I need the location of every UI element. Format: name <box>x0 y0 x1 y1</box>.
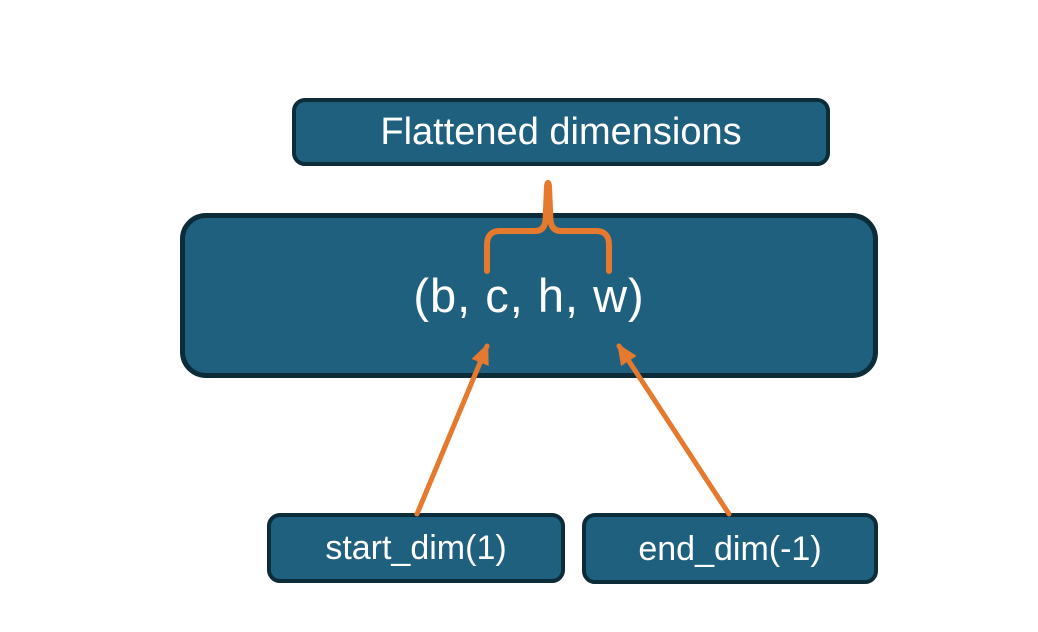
node-tensor-shape: (b, c, h, w) <box>180 213 878 378</box>
node-start-dim-label: start_dim(1) <box>325 529 507 567</box>
node-flattened-dimensions-label: Flattened dimensions <box>380 111 742 153</box>
node-start-dim: start_dim(1) <box>267 513 565 583</box>
node-end-dim-label: end_dim(-1) <box>638 529 822 568</box>
node-flattened-dimensions: Flattened dimensions <box>292 98 830 166</box>
node-tensor-shape-label: (b, c, h, w) <box>413 269 645 322</box>
node-end-dim: end_dim(-1) <box>582 513 878 584</box>
